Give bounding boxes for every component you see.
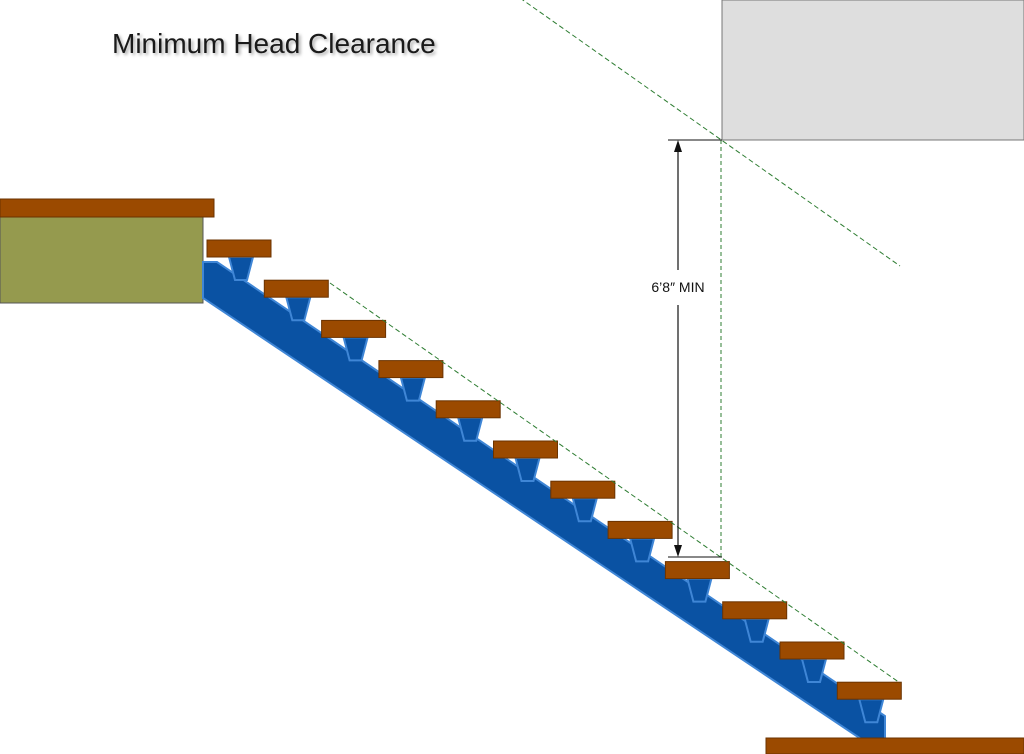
stair-tread <box>435 400 501 419</box>
stair-treads <box>206 239 902 724</box>
ceiling-block <box>721 0 1024 141</box>
stringer-band <box>202 261 886 746</box>
top-tread <box>0 198 215 218</box>
clearance-dimension-label: 6’8″ MIN <box>651 279 704 295</box>
stair-tread <box>836 681 902 700</box>
diagram-title: Minimum Head Clearance <box>112 28 436 59</box>
dimension-arrow-up <box>674 140 682 152</box>
upper-landing <box>0 204 204 304</box>
nosing-line-guide <box>329 282 901 684</box>
stair-tread <box>664 561 730 580</box>
ceiling-slope-guide <box>521 0 901 267</box>
stair-tread <box>607 520 673 539</box>
stair-tread <box>779 641 845 660</box>
stair-tread <box>722 601 788 620</box>
stair-tread <box>321 319 387 338</box>
stair-tread <box>493 440 558 459</box>
dimension-arrow-down <box>674 545 682 557</box>
stair-tread <box>263 279 329 298</box>
stair-tread <box>206 239 272 258</box>
stair-tread <box>550 480 616 499</box>
lower-floor <box>765 737 1024 754</box>
stair-stringer <box>202 261 886 746</box>
stair-tread <box>378 360 444 379</box>
